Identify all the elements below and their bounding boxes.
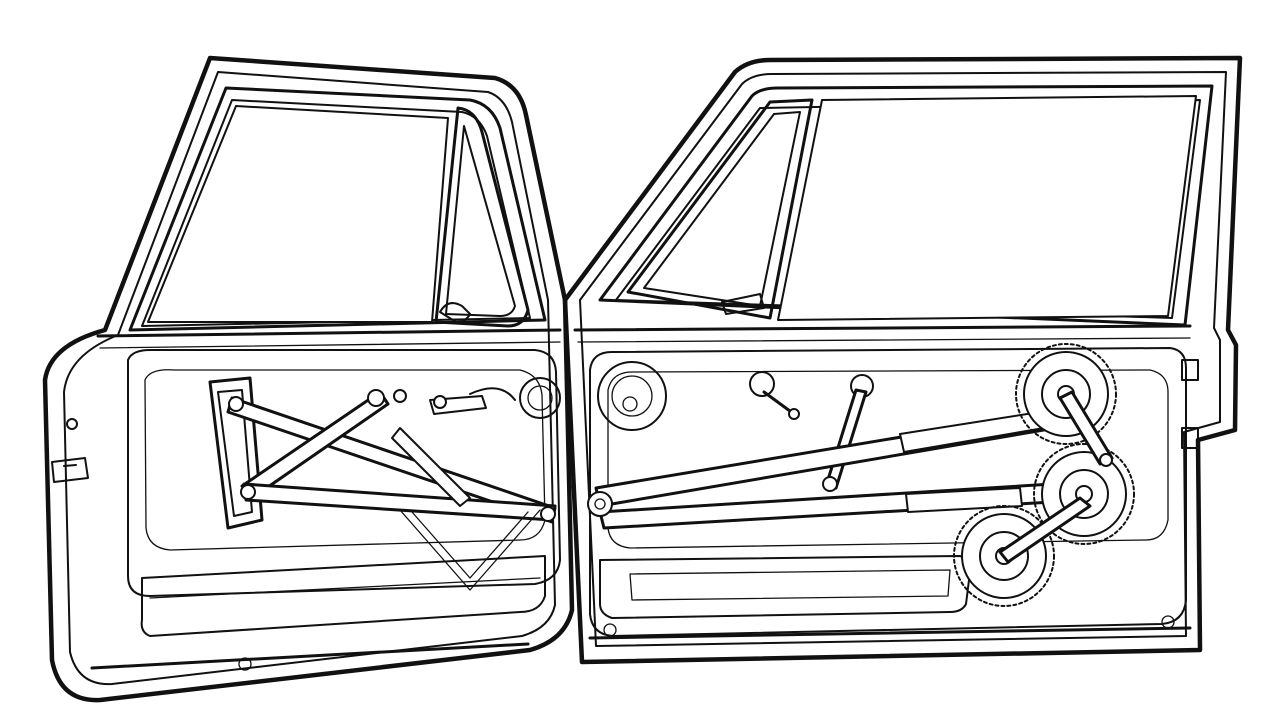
right-lower-bolt-icon xyxy=(1161,615,1175,629)
left-door-sill xyxy=(90,642,530,670)
left-regulator-pivot-icon xyxy=(228,396,244,412)
left-inner-panel xyxy=(127,349,561,597)
right-window-frame xyxy=(598,84,1214,327)
right-door-striker-icon xyxy=(1181,427,1199,449)
left-window-frame xyxy=(128,86,547,332)
right-crank-end-icon xyxy=(788,408,800,420)
right-gear-link-pivot-icon xyxy=(1099,453,1113,467)
left-door-inner-shell xyxy=(63,71,556,686)
left-speaker-icon xyxy=(519,377,561,419)
left-regulator-pivot-icon xyxy=(540,506,556,522)
left-regulator-pivot-icon xyxy=(433,395,447,409)
left-window-regulator xyxy=(208,376,557,591)
right-regulator-crank-arm xyxy=(824,388,868,490)
left-lower-bolt-icon xyxy=(238,657,252,671)
right-armrest-groove xyxy=(629,569,951,601)
left-regulator-pivot-icon xyxy=(367,389,385,407)
left-door-outer-shell xyxy=(42,55,575,703)
left-regulator-plate-edge xyxy=(217,389,253,517)
left-belt-line-lower xyxy=(99,341,561,349)
left-regulator-pivot-icon xyxy=(393,389,407,403)
right-window-regulator xyxy=(587,343,1135,607)
right-window-glass xyxy=(777,95,1197,321)
right-speaker-icon xyxy=(597,361,667,431)
left-door xyxy=(42,55,575,703)
left-vent-window-glass xyxy=(445,125,516,317)
left-inner-panel-contour xyxy=(144,369,546,551)
right-door-inner-shell xyxy=(579,71,1227,647)
left-window-glass xyxy=(147,105,449,323)
right-vent-latch xyxy=(721,293,765,315)
left-regulator-arm-lower xyxy=(242,482,557,522)
left-regulator-cable xyxy=(469,387,516,401)
right-regulator-end-pivot-inner xyxy=(594,498,606,510)
right-vent-window-frame xyxy=(626,98,814,320)
left-vent-latch xyxy=(439,302,471,323)
left-speaker-inner xyxy=(527,385,553,411)
right-belt-line xyxy=(573,324,1192,332)
right-vent-window-glass xyxy=(643,111,801,307)
left-armrest xyxy=(140,555,546,637)
right-gear-link-lower xyxy=(998,496,1092,564)
right-door-sill xyxy=(588,626,1192,640)
right-door xyxy=(562,55,1243,665)
left-glass-guide xyxy=(399,509,541,591)
right-lower-bolt-icon xyxy=(603,623,617,637)
left-glass-guide-inner xyxy=(411,511,529,579)
left-regulator-pivot-icon xyxy=(240,484,256,500)
left-hinge-bolt-icon xyxy=(66,418,78,430)
right-regulator-end-pivot-icon xyxy=(587,491,613,517)
right-door-outer-shell xyxy=(562,55,1243,665)
right-inner-panel-contour xyxy=(607,369,1169,549)
right-speaker-center xyxy=(622,396,638,412)
right-belt-line-lower xyxy=(577,337,1191,343)
right-door-latch-icon xyxy=(1181,359,1199,381)
right-regulator-crank-pivot-icon xyxy=(822,476,838,492)
left-belt-line xyxy=(96,328,562,338)
right-crank-handle xyxy=(762,390,796,416)
right-inner-panel xyxy=(589,347,1187,637)
left-armrest-groove xyxy=(149,577,541,599)
left-door-handle-icon xyxy=(51,457,89,483)
left-regulator-arm-secondary xyxy=(391,427,471,507)
right-armrest xyxy=(599,555,972,619)
left-vent-window-frame xyxy=(434,106,530,328)
right-regulator-strut-lower-sleeve xyxy=(905,487,1023,513)
right-crank-knob-icon xyxy=(749,371,775,397)
right-speaker-inner xyxy=(611,375,653,417)
